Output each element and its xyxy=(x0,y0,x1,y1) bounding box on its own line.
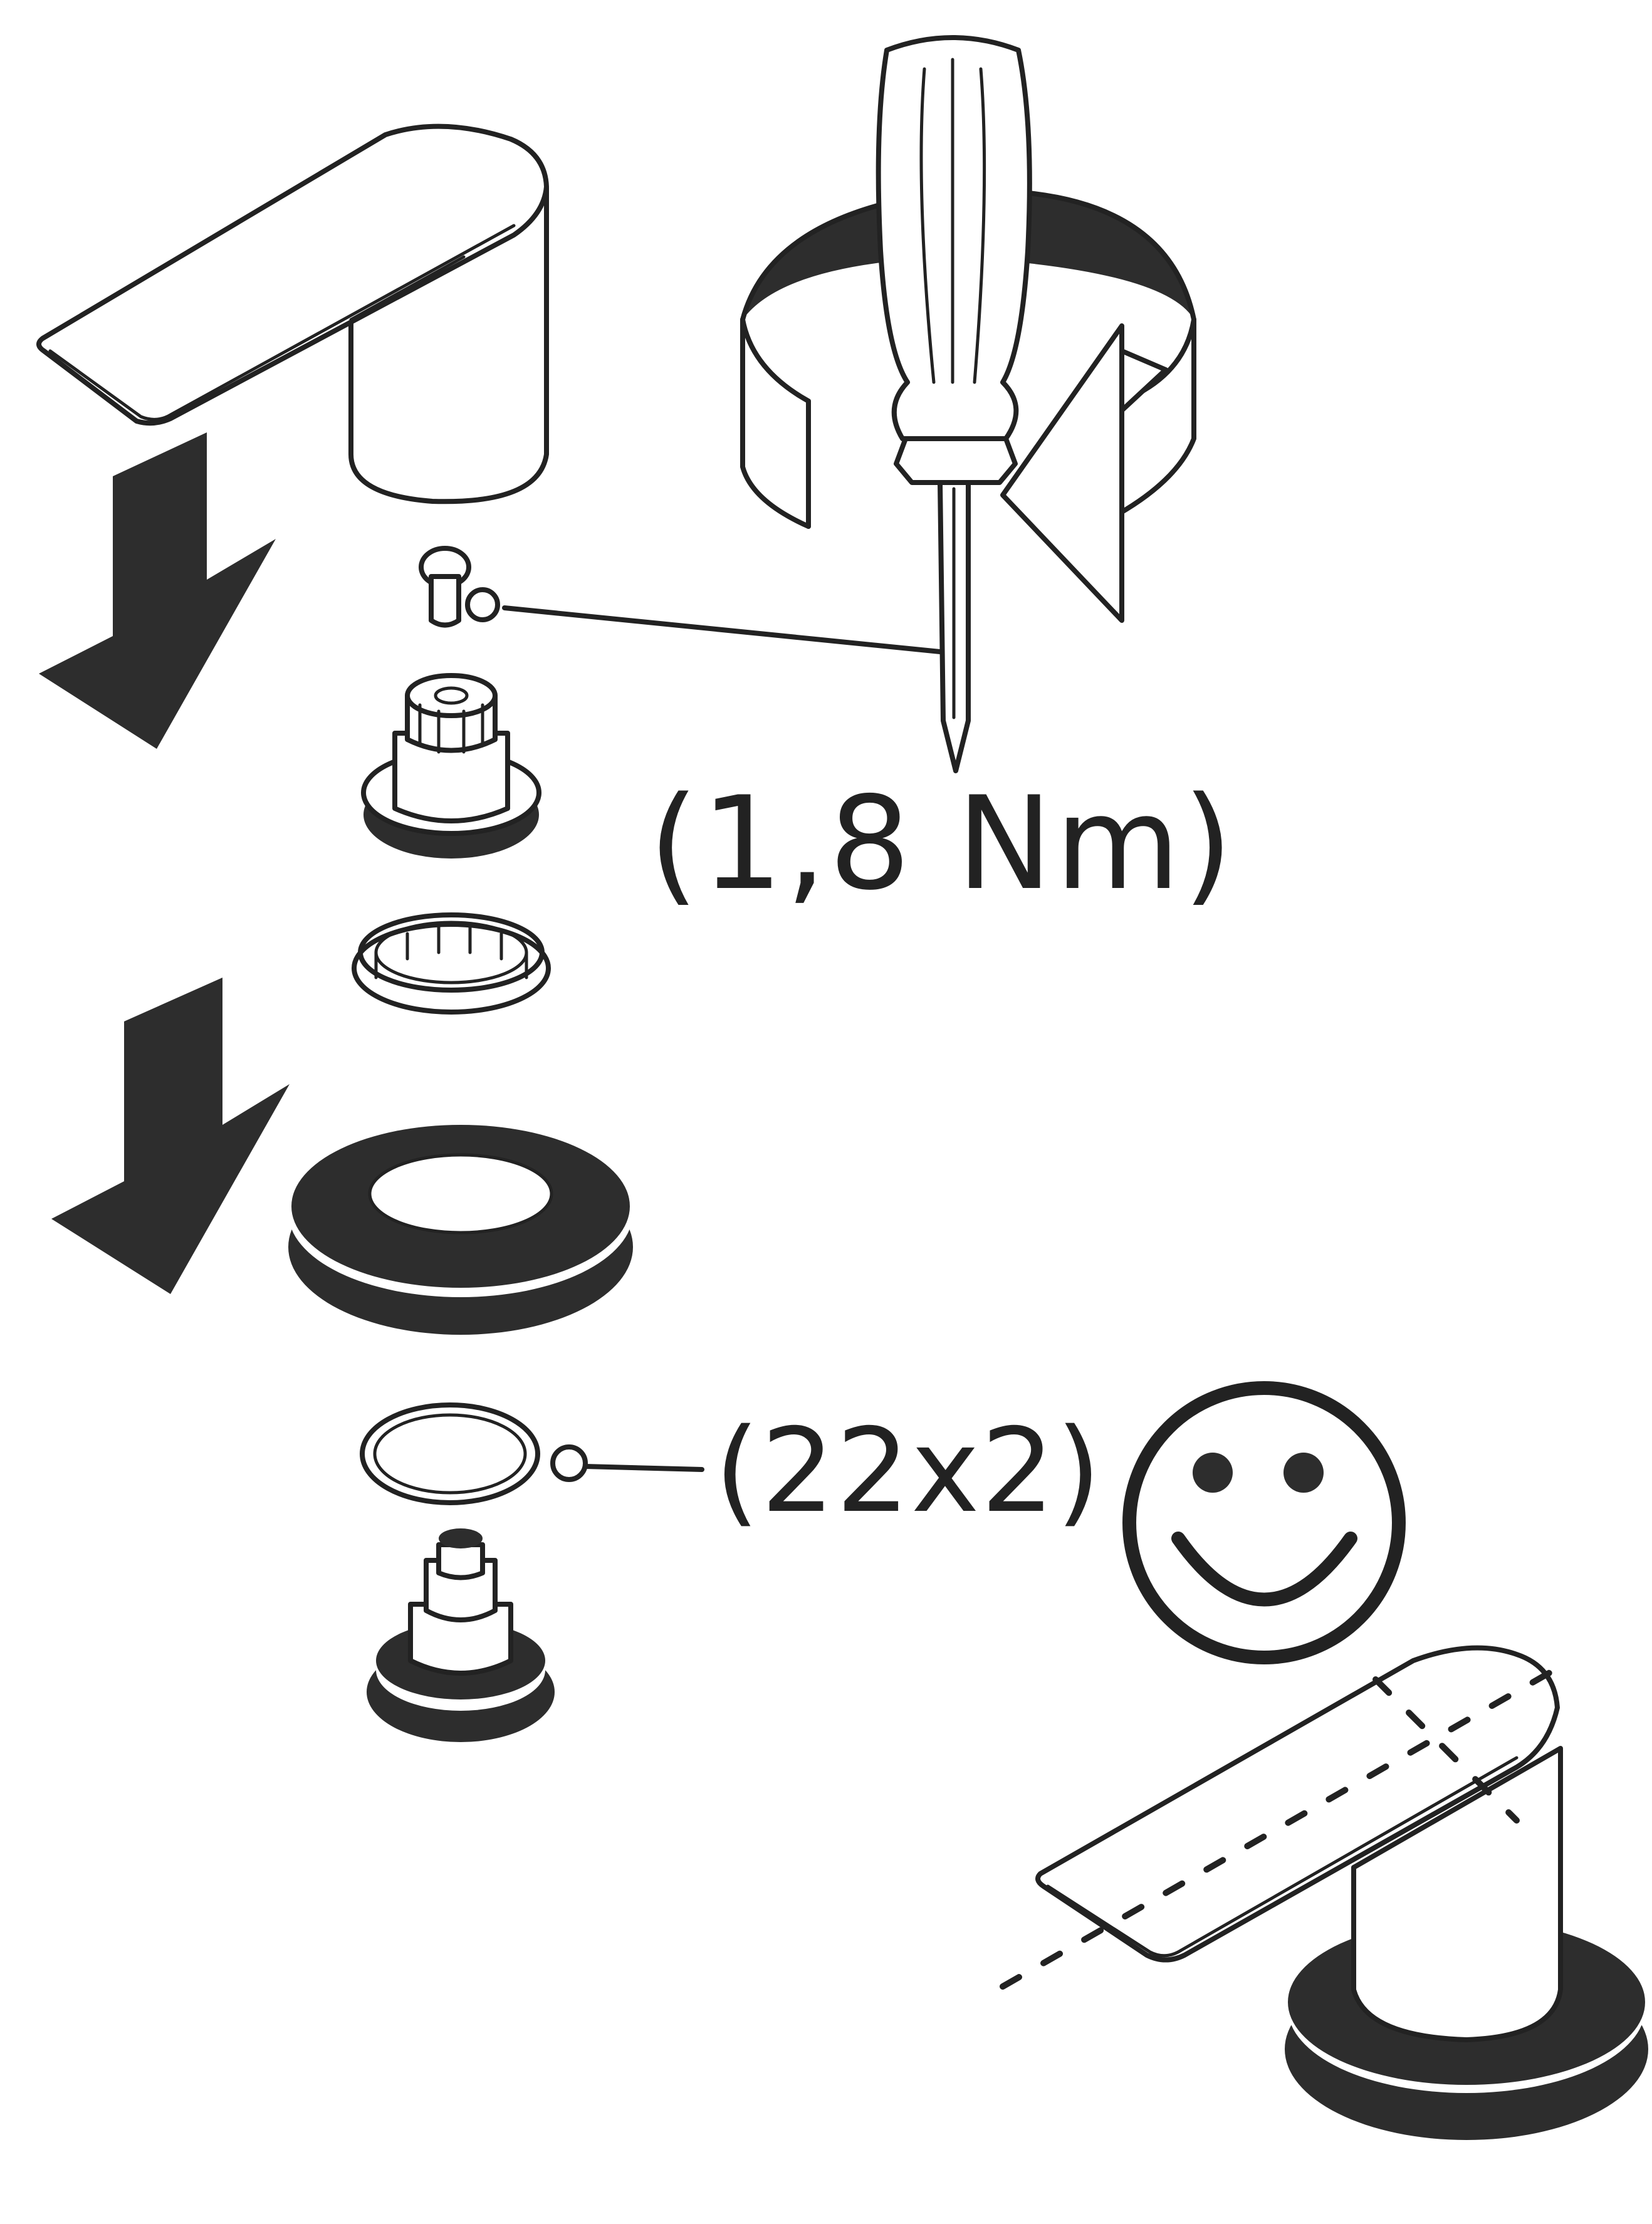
handle-lever-icon xyxy=(36,123,549,504)
smiley-face-icon xyxy=(1122,1381,1406,1664)
down-arrow-icon xyxy=(39,432,276,749)
cartridge-icon xyxy=(361,673,541,859)
leader-line xyxy=(502,605,943,654)
torque-annotation: (1,8 Nm) xyxy=(649,770,1236,919)
o-ring-size-annotation: (22x2) xyxy=(714,1403,1102,1538)
rosette-icon xyxy=(288,1125,633,1335)
screwdriver-icon xyxy=(876,35,1032,773)
grub-screw-icon xyxy=(419,546,500,628)
o-ring-icon xyxy=(360,1402,704,1505)
assembled-handle-icon xyxy=(1000,1645,1648,2140)
retaining-ring-icon xyxy=(352,912,551,1015)
spindle-icon xyxy=(367,1528,555,1742)
down-arrow-icon xyxy=(51,978,290,1294)
